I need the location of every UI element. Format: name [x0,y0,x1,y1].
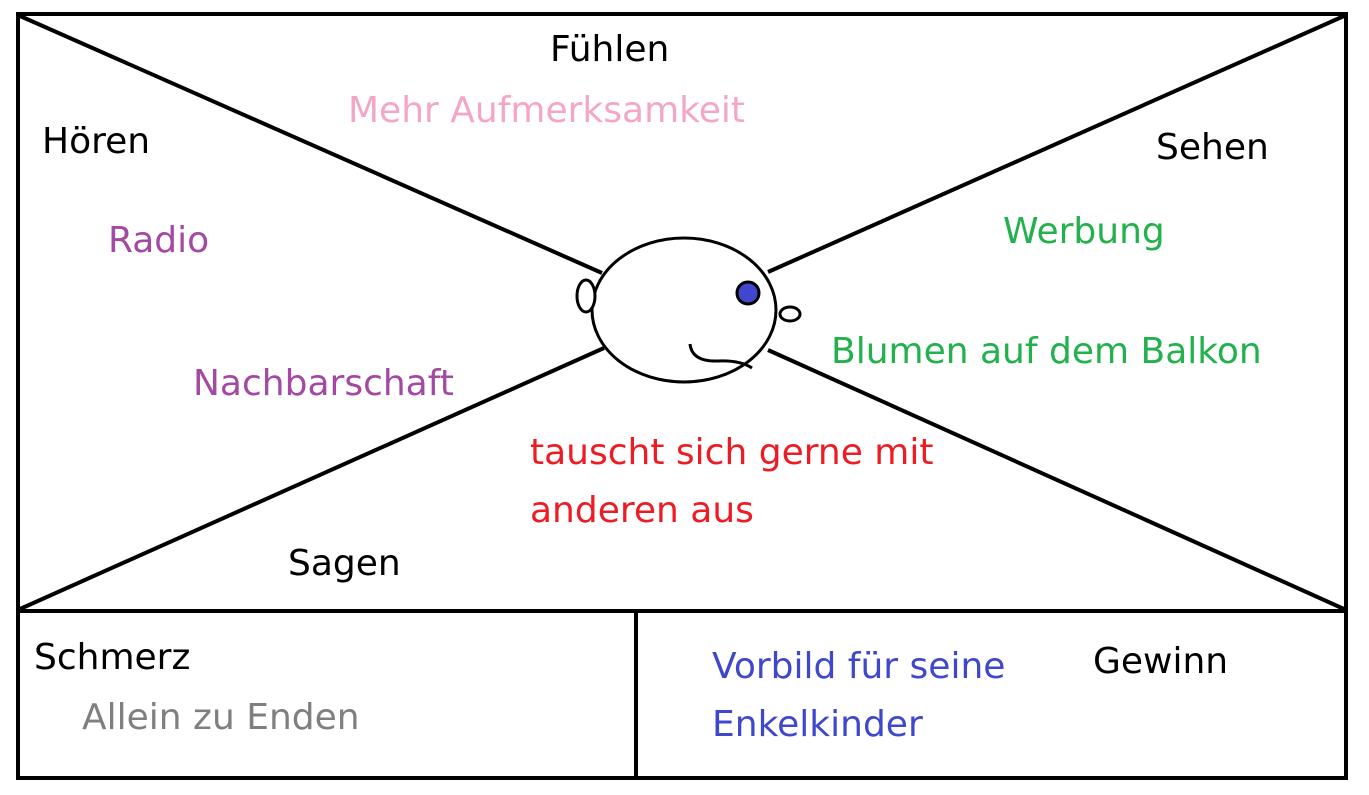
note-say-line-1: tauscht sich gerne mit [530,432,934,473]
note-hear-radio: Radio [108,220,210,261]
mouth [688,343,753,370]
note-say: tauscht sich gerne mit anderen aus [530,424,934,540]
note-gain-line-2: Enkelkinder [712,704,923,745]
face-icon [575,236,802,384]
note-gain-line-1: Vorbild für seine [712,646,1006,687]
ear-right [778,305,802,323]
section-label-feel: Fühlen [550,29,670,70]
note-hear-neighbourhood: Nachbarschaft [193,363,454,404]
section-label-pain: Schmerz [34,637,191,678]
diagonal-top-left [19,14,603,275]
section-label-gain: Gewinn [1093,641,1229,682]
head-outline [590,236,778,384]
note-feel: Mehr Aufmerksamkeit [348,90,745,131]
diagonal-bottom-right [767,348,1345,611]
note-gain: Vorbild für seine Enkelkinder [712,638,1005,754]
section-label-hear: Hören [42,121,151,162]
note-see-advertising: Werbung [1003,211,1165,252]
outer-frame [16,12,1348,780]
section-label-say: Sagen [288,543,401,584]
note-pain: Allein zu Enden [82,697,360,738]
eye [735,280,761,306]
map-outline [16,12,1348,780]
diagonal-top-right [767,14,1345,274]
note-say-line-2: anderen aus [530,490,754,531]
diagonal-bottom-left [19,346,605,611]
note-see-flowers: Blumen auf dem Balkon [831,331,1262,372]
ear-left [575,278,597,314]
section-label-see: Sehen [1156,127,1269,168]
